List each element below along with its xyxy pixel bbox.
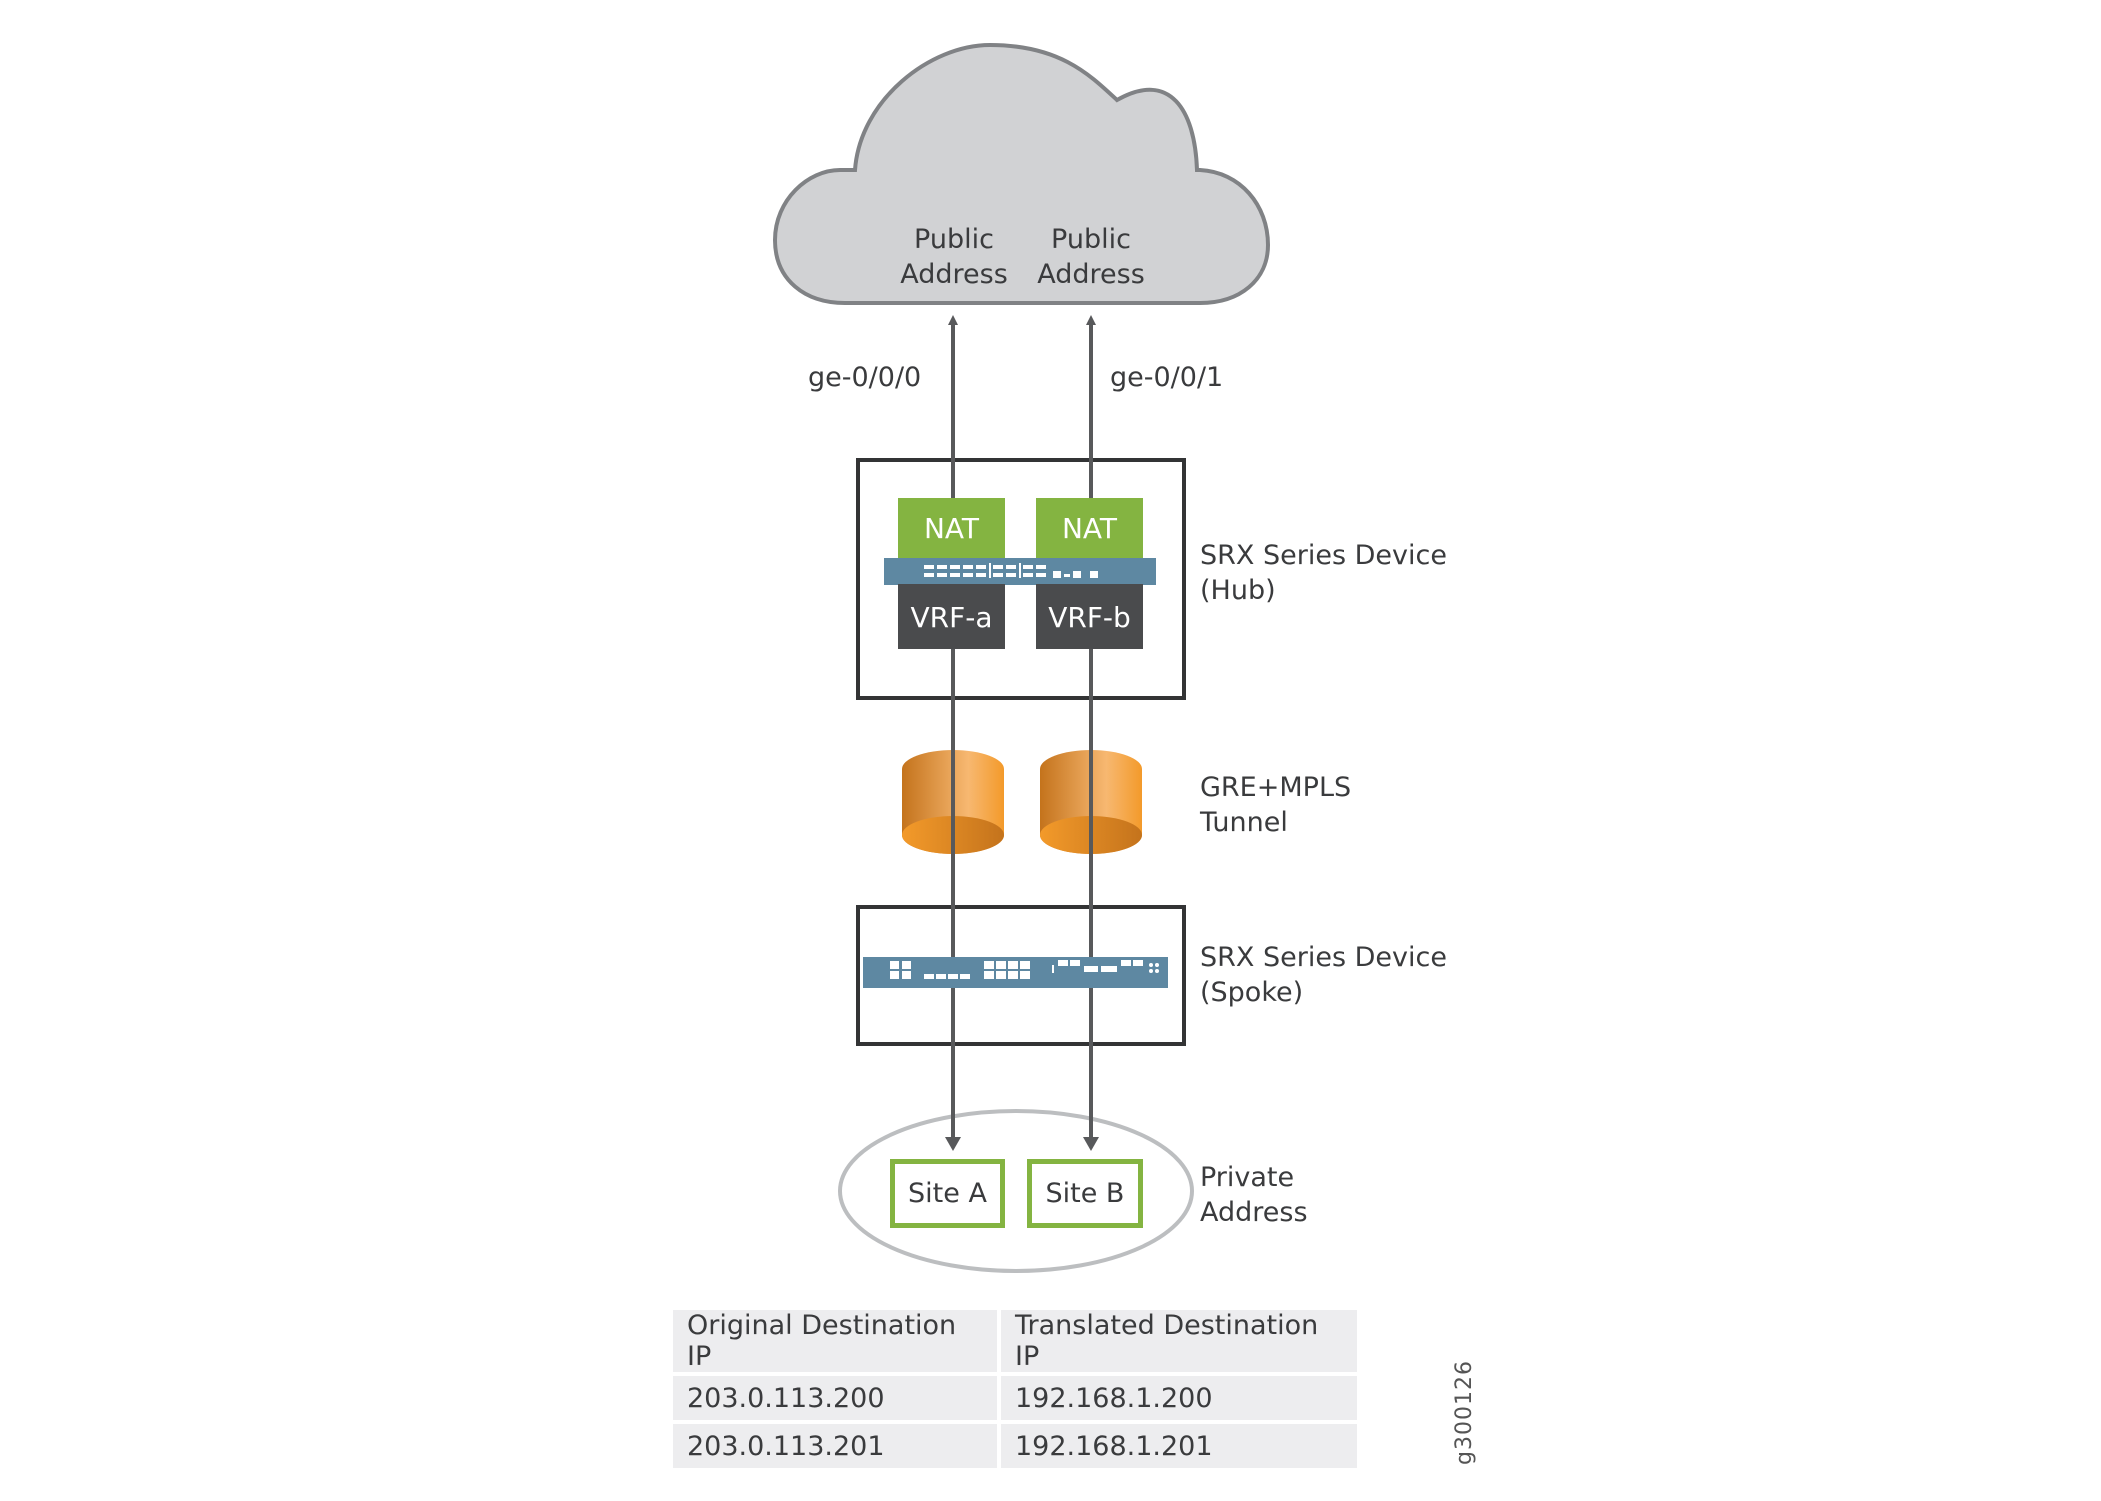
nat-box-right xyxy=(1036,498,1143,560)
table-cell-translated: 192.168.1.200 xyxy=(1001,1376,1357,1420)
table-header-row: Original Destination IP Translated Desti… xyxy=(673,1310,1357,1372)
hub-label: SRX Series Device (Hub) xyxy=(1200,538,1447,608)
cloud-label-right: Public Address xyxy=(1037,222,1145,292)
table-cell-translated: 192.168.1.201 xyxy=(1001,1424,1357,1468)
spoke-device-frame xyxy=(856,905,1186,1046)
tunnel-label-line1: GRE+MPLS xyxy=(1200,772,1352,803)
interface-label-right: ge-0/0/1 xyxy=(1110,362,1224,393)
private-address-label: Private Address xyxy=(1200,1160,1308,1230)
spoke-label: SRX Series Device (Spoke) xyxy=(1200,940,1447,1010)
arrow-down-site-a xyxy=(945,1137,961,1151)
private-label-line2: Address xyxy=(1200,1197,1308,1228)
cloud-label-left-line2: Address xyxy=(900,259,1008,290)
hub-label-line1: SRX Series Device xyxy=(1200,540,1447,571)
hub-device-frame xyxy=(856,458,1186,700)
private-label-line1: Private xyxy=(1200,1162,1295,1193)
site-b-box: Site B xyxy=(1027,1159,1143,1228)
vrf-box-right xyxy=(1036,584,1143,649)
nat-left-label: NAT xyxy=(923,511,980,545)
interface-label-left: ge-0/0/0 xyxy=(808,362,922,393)
tunnel-label-line2: Tunnel xyxy=(1200,807,1288,838)
nat-box-left xyxy=(898,498,1005,560)
table-header-original: Original Destination IP xyxy=(673,1310,997,1372)
cloud-label-left-line1: Public xyxy=(914,224,994,255)
nat-right-label: NAT xyxy=(1061,511,1118,545)
vrf-right-label: VRF-b xyxy=(1048,601,1131,634)
cloud-label-right-line1: Public xyxy=(1051,224,1131,255)
tunnel-label: GRE+MPLS Tunnel xyxy=(1200,770,1351,840)
site-a-box: Site A xyxy=(890,1159,1005,1228)
table-row: 203.0.113.200 192.168.1.200 xyxy=(673,1376,1357,1420)
figure-id: g300126 xyxy=(1451,1360,1477,1465)
table-header-translated: Translated Destination IP xyxy=(1001,1310,1357,1372)
vrf-box-left xyxy=(898,584,1005,649)
cloud-label-right-line2: Address xyxy=(1037,259,1145,290)
nat-translation-table: Original Destination IP Translated Desti… xyxy=(669,1306,1361,1472)
private-network-ellipse xyxy=(838,1109,1194,1273)
spoke-device-icon xyxy=(863,957,1168,988)
hub-label-line2: (Hub) xyxy=(1200,575,1276,606)
spoke-label-line1: SRX Series Device xyxy=(1200,942,1447,973)
table-row: 203.0.113.201 192.168.1.201 xyxy=(673,1424,1357,1468)
vrf-left-label: VRF-a xyxy=(910,601,993,634)
spoke-label-line2: (Spoke) xyxy=(1200,977,1304,1008)
cloud-label-left: Public Address xyxy=(900,222,1008,292)
table-cell-original: 203.0.113.200 xyxy=(673,1376,997,1420)
arrow-down-site-b xyxy=(1083,1137,1099,1151)
table-cell-original: 203.0.113.201 xyxy=(673,1424,997,1468)
hub-device-icon xyxy=(884,558,1156,585)
internet-cloud xyxy=(772,42,1271,305)
